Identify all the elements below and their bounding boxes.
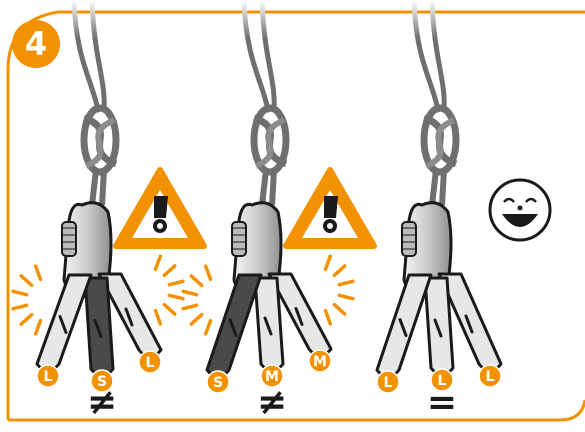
screw-gate: [231, 221, 247, 257]
size-label-text: L: [384, 375, 393, 391]
size-label: S: [90, 369, 114, 393]
sling: [423, 276, 455, 377]
sling-stitch: [464, 314, 474, 334]
size-label-text: S: [97, 374, 107, 390]
rope-strand: [411, 0, 441, 113]
sling-stitch: [124, 307, 134, 327]
rope-strand: [241, 0, 271, 113]
rope-strand: [259, 0, 277, 113]
step-number: 4: [25, 25, 47, 63]
size-label-text: M: [265, 369, 279, 385]
step-number-badge: 4: [12, 20, 60, 68]
rope-strand: [429, 0, 447, 113]
size-label: L: [376, 370, 400, 394]
warning-icon: [283, 167, 377, 249]
step-frame-bottom: [8, 399, 585, 422]
size-label: L: [430, 368, 454, 392]
rope-strand: [71, 0, 101, 113]
sling-stitch: [294, 307, 304, 326]
screw-gate: [401, 221, 417, 257]
size-label: S: [206, 370, 230, 394]
size-label: M: [308, 349, 332, 373]
sling-stitch: [228, 318, 238, 337]
knot: [80, 104, 120, 206]
knot: [420, 104, 460, 206]
size-label: L: [478, 364, 502, 388]
size-label-text: L: [146, 355, 155, 371]
size-label-text: L: [486, 369, 495, 385]
warning-icon: [113, 167, 207, 249]
sling: [83, 276, 115, 378]
mismatch-rays: [11, 254, 185, 336]
comparison-symbol: ≠: [87, 382, 117, 423]
comparison-symbol: ≠: [257, 382, 287, 423]
size-label-text: L: [44, 369, 53, 385]
sling-stitch: [398, 318, 408, 337]
screw-gate: [61, 221, 77, 257]
size-label-text: S: [213, 375, 223, 391]
panel-1: L S L ≠: [11, 0, 207, 423]
size-label: M: [260, 364, 284, 388]
size-label: L: [138, 350, 162, 374]
sling: [205, 273, 263, 379]
sling-stitch: [58, 315, 68, 334]
sling-stitch: [93, 319, 103, 338]
size-label-text: M: [313, 354, 327, 370]
sling: [375, 273, 433, 379]
size-label: L: [36, 364, 60, 388]
knot: [250, 104, 290, 206]
sling-stitch: [263, 316, 273, 336]
sling: [253, 276, 285, 373]
rope-strand: [89, 0, 107, 113]
comparison-symbol: =: [427, 382, 457, 423]
mismatch-rays: [181, 254, 355, 336]
sling: [35, 273, 93, 373]
smiley-icon: [488, 178, 552, 242]
size-label-text: L: [438, 373, 447, 389]
sling-stitch: [433, 318, 443, 338]
